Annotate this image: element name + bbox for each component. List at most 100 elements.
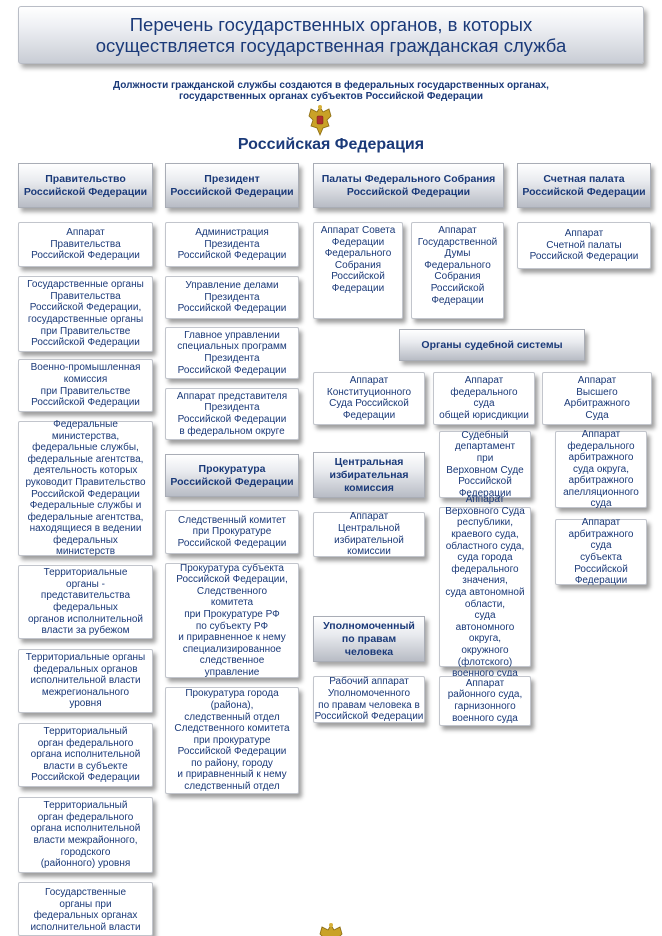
box-text-line: представительства — [40, 590, 131, 602]
box-text-line: руководит Правительство — [25, 476, 146, 488]
box-text-line: Российской — [574, 563, 628, 575]
box-text-line: Президент — [204, 172, 260, 185]
box-text-line: власти за рубежом — [41, 625, 130, 637]
box-text-line: областного суда, — [445, 540, 525, 552]
box-text-line: суда — [473, 398, 495, 410]
box-text-line: Собрания — [334, 259, 382, 271]
box-text-line: Государственной — [417, 236, 498, 248]
box-text-line: Аппарат — [577, 375, 617, 386]
box-text-line: органы при — [59, 898, 112, 910]
box-text-line: Прокуратура — [198, 462, 266, 475]
box-text-line: субъекта — [580, 552, 622, 563]
box-text-line: Российской Федерации, — [29, 302, 142, 314]
box-text-line: военного суда — [452, 712, 518, 724]
box-text-line: области, — [464, 598, 506, 610]
box-text-line: арбитражного — [568, 452, 634, 464]
box-text-line: (района), — [210, 699, 254, 711]
box-text-line: власти в субъекте — [43, 760, 128, 772]
box-text-line: Российской Федерации — [31, 397, 140, 409]
box-text-line: Российской Федерации — [522, 185, 646, 198]
box-text-line: Российской Федерации — [31, 250, 140, 262]
box-text-line: Федерации — [331, 236, 385, 248]
box-text-line: Следственный комитет — [178, 514, 286, 526]
box-text-line: апелляционного — [563, 486, 639, 498]
box-text-line: Российской — [331, 271, 385, 283]
box-text-line: гарнизонного — [454, 701, 516, 712]
box-text-line: Аппарат — [564, 228, 604, 240]
box-text-line: Российской Федерации — [529, 251, 639, 263]
box-text-line: Российской Федерации — [314, 711, 424, 723]
box-text-line: исполнительной власти — [30, 921, 141, 933]
box-text-line: Правительство — [45, 172, 126, 185]
box-text-line: Аппарат — [581, 517, 621, 529]
box-text-line: Российской Федерации — [177, 250, 287, 262]
box-text-line: Суда — [585, 409, 609, 421]
box-text-line: Военно-промышленная — [30, 362, 141, 374]
box-text-line: и приравненный к нему — [177, 769, 287, 781]
box-text-line: при Прокуратуре — [192, 526, 272, 538]
box-text-line: Российской Федерации — [177, 364, 287, 376]
box-text-line: Территориальный — [43, 726, 128, 738]
box-text-line: городского — [60, 846, 111, 858]
box-text-line: Российской Федерации — [170, 185, 294, 198]
box-text-line: краевого суда, — [451, 529, 519, 541]
box-text-line: при Правительстве — [40, 385, 131, 397]
box-text-line: в федеральном округе — [179, 425, 285, 437]
box-text-line: орган федерального — [37, 811, 134, 823]
box-text-line: Российской Федерации — [31, 772, 140, 784]
box-text-line: Федерации — [342, 409, 396, 421]
box-text-line: Государственные — [44, 887, 127, 898]
box-text-line: Российской Федерации — [170, 475, 294, 488]
box-text-line: Федеральные службы и — [29, 500, 142, 512]
box-text-line: Российской Федерации, — [176, 574, 288, 586]
box-text-line: арбитражного — [568, 528, 634, 540]
box-text-line: Суда Российской — [329, 398, 409, 410]
box-text-line: Главное управлении — [184, 329, 280, 341]
box-text-line: следственный отдел — [184, 711, 280, 723]
box-text-line: Аппарат — [464, 375, 504, 386]
box-text-line: комиссия — [63, 373, 108, 385]
box-text-line: по правам человека в — [318, 699, 420, 711]
box-text-line: Российской Федерации — [31, 337, 140, 349]
box-text-line: избирательная — [329, 468, 409, 481]
box-text-line: межрегионального — [41, 686, 130, 698]
box-text-line: Рабочий аппарат — [329, 676, 409, 688]
box-text-line: значения, — [462, 575, 508, 587]
box-text-line: Российской Федерации — [177, 537, 287, 549]
box-text-line: федеральных — [53, 602, 118, 613]
box-text-line: уровня — [69, 698, 102, 710]
box-text-line: Российской Федерации — [177, 303, 287, 315]
box-text-line: суда — [474, 610, 496, 622]
box-text-line: суда города — [457, 552, 513, 564]
root-label: Российская Федерация — [237, 136, 425, 153]
box-text-line: специализированное — [182, 643, 282, 655]
box-text-line: Высшего — [576, 386, 618, 398]
